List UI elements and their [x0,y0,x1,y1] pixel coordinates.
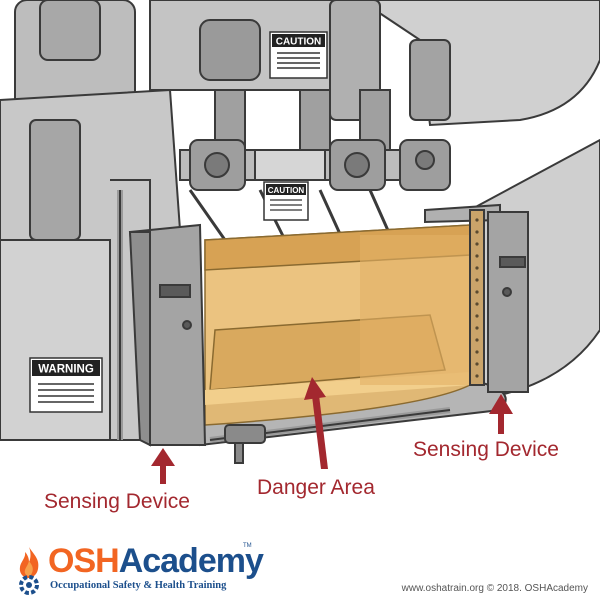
arrow-sensing-left [151,448,175,484]
sensing-device-right-label: Sensing Device [413,438,559,461]
logo-tagline: Occupational Safety & Health Training [50,580,227,591]
arrow-danger-area [304,377,328,469]
warning-text: WARNING [38,364,94,376]
caution-sign-top: CAUTION [269,31,328,79]
logo-trademark: TM [243,543,252,549]
callout-arrows [151,377,513,484]
press-illustration: CAUTION CAUTION WARNING [0,0,600,484]
flame-gear-icon [19,547,39,595]
light-curtain-left [128,223,207,447]
arrow-sensing-right [489,394,513,434]
danger-zone [204,224,471,426]
caution-top-text: CAUTION [276,37,322,48]
logo-osh: OSH [48,542,120,580]
press-ram [179,139,451,246]
sensing-device-left-label: Sensing Device [44,490,190,513]
light-curtain-right [424,203,529,393]
oshacademy-logo: OSHAcademy TM Occupational Safety & Heal… [10,542,264,595]
logo-academy: Academy [118,542,264,580]
copyright-credit: www.oshatrain.org © 2018. OSHAcademy [401,583,588,594]
caution-sign-ram: CAUTION [263,181,309,221]
logo-wordmark: OSHAcademy [48,541,264,581]
light-curtain-beams [475,218,479,378]
warning-sign: WARNING [29,357,103,413]
danger-area-label: Danger Area [257,476,375,499]
hydraulic-lines [110,179,451,464]
caution-ram-text: CAUTION [268,186,305,195]
